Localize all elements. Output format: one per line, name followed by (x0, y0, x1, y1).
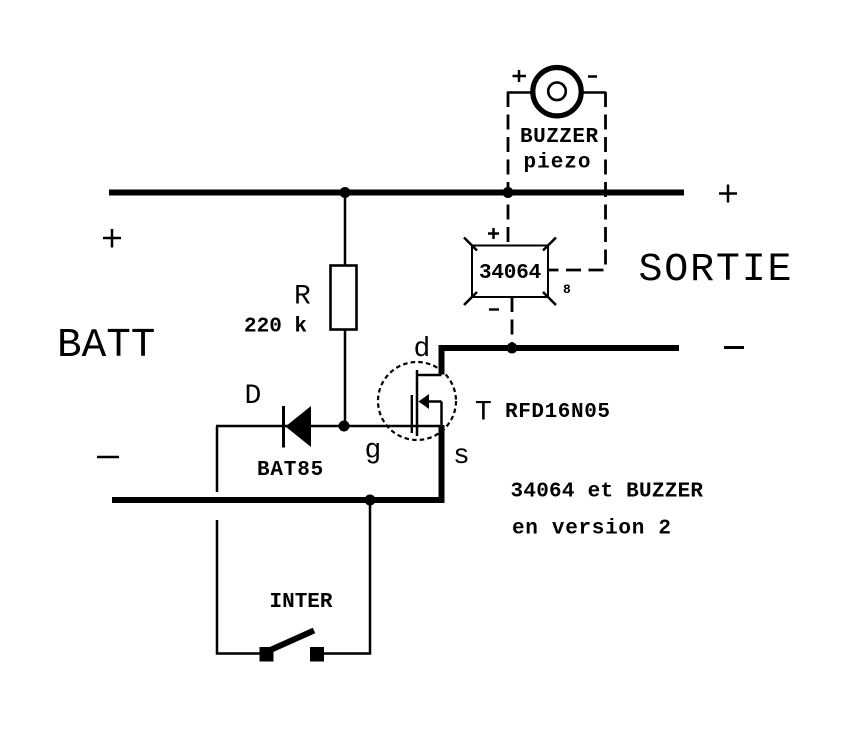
svg-text:s: s (453, 441, 470, 472)
svg-text:R: R (294, 282, 311, 313)
svg-text:34064 et BUZZER: 34064 et BUZZER (511, 481, 704, 504)
svg-text:g: g (365, 436, 382, 467)
svg-text:en version 2: en version 2 (512, 518, 672, 541)
svg-text:T: T (475, 398, 492, 429)
svg-text:34064: 34064 (479, 262, 541, 285)
svg-text:SORTIE: SORTIE (639, 248, 794, 293)
svg-text:INTER: INTER (270, 591, 333, 614)
svg-text:D: D (245, 381, 262, 412)
svg-text:piezo: piezo (524, 152, 592, 175)
svg-text:BAT85: BAT85 (257, 459, 324, 482)
svg-text:RFD16N05: RFD16N05 (505, 401, 611, 424)
svg-text:BATT: BATT (57, 323, 155, 369)
svg-text:d: d (414, 334, 431, 365)
svg-text:8: 8 (563, 282, 571, 297)
svg-text:220 k: 220 k (244, 316, 307, 339)
svg-text:BUZZER: BUZZER (520, 126, 599, 149)
